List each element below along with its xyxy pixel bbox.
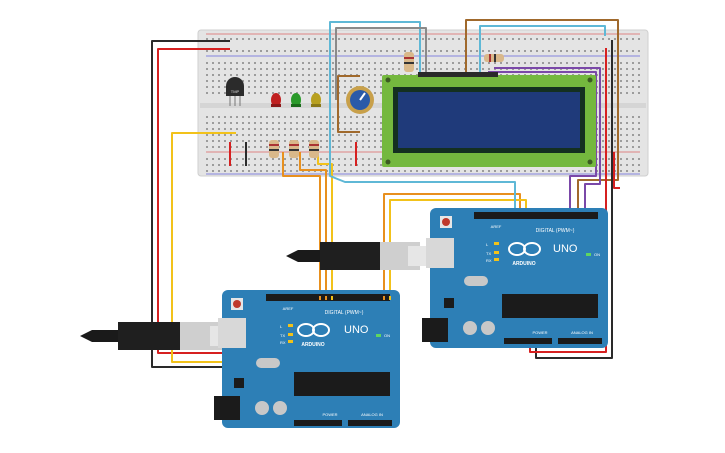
breadboard-top-rail-2: [206, 46, 640, 54]
tx-label-left: TX: [280, 333, 285, 338]
potentiometer[interactable]: [346, 86, 374, 114]
power-jack-right: [422, 318, 448, 342]
on-label-left: ON: [384, 333, 390, 338]
usb-jack-right: [426, 238, 454, 268]
arduino-uno-right[interactable]: DIGITAL (PWM~) AREF L TX RX ARDUINO UNO …: [422, 208, 608, 348]
crystal-left: [256, 358, 280, 368]
lcd-display[interactable]: [382, 72, 596, 167]
lcd-pin-header: [418, 72, 498, 77]
led-green[interactable]: [291, 93, 301, 107]
usb-jack-left: [218, 318, 246, 348]
breadboard-bottom-rail-2: [206, 164, 640, 172]
resistor-lcd-1[interactable]: [404, 52, 414, 72]
aref-label-right: AREF: [491, 224, 502, 229]
resistor-lcd-2[interactable]: [484, 54, 504, 62]
l-label-left: L: [280, 324, 283, 329]
wire-cyan-lcd-1: [329, 21, 516, 218]
wire-gray-lcd: [335, 27, 427, 100]
brand-right: ARDUINO: [512, 261, 535, 267]
wire-orange-led-2: [299, 152, 327, 300]
rx-label-left: RX: [280, 340, 286, 345]
power-label-left: POWER: [322, 412, 337, 417]
led-red[interactable]: [271, 93, 281, 107]
aref-label-left: AREF: [283, 306, 294, 311]
digital-header-right: [474, 212, 598, 219]
wire-purple-lcd-1: [488, 71, 597, 218]
resistor-3[interactable]: [309, 140, 319, 158]
arduino-logo-right: [508, 242, 541, 256]
wire-black-left-ground: [151, 40, 230, 368]
wire-red-right-link: [613, 152, 620, 189]
atmega-chip-right: [502, 294, 598, 318]
tx-label-right: TX: [486, 251, 491, 256]
lcd-screen: [398, 92, 580, 148]
analog-header-right: [558, 338, 602, 344]
brand-left: ARDUINO: [301, 342, 324, 348]
analog-label-left: ANALOG IN: [361, 412, 383, 417]
usb-cable-left: [80, 322, 228, 350]
power-jack-left: [214, 396, 240, 420]
arduino-uno-left[interactable]: DIGITAL (PWM~) AREF L TX RX ARDUINO UNO …: [214, 290, 400, 428]
analog-label-right: ANALOG IN: [571, 330, 593, 335]
digital-header-left: [266, 294, 390, 301]
tmp-sensor[interactable]: TMP: [226, 77, 244, 106]
wire-black-right-ground: [535, 40, 613, 359]
model-right: UNO: [553, 243, 578, 255]
usb-cable-right: [286, 242, 426, 270]
l-label-right: L: [486, 242, 489, 247]
wire-brown-pot: [337, 75, 360, 133]
wire-purple-lcd-2: [494, 67, 601, 218]
breadboard-top-rail-1: [206, 36, 640, 44]
atmega-chip-left: [294, 372, 390, 396]
resistor-2[interactable]: [289, 140, 299, 158]
wire-cyan-lcd-2: [479, 25, 606, 76]
analog-header-left: [348, 420, 392, 426]
wire-yellow-led-3: [317, 152, 333, 300]
digital-label-left: DIGITAL (PWM~): [325, 310, 364, 316]
arduino-logo-left: [297, 323, 330, 337]
on-label-right: ON: [594, 252, 600, 257]
resistor-1[interactable]: [269, 140, 279, 158]
rx-label-right: RX: [486, 258, 492, 263]
power-header-left: [294, 420, 342, 426]
tmp-label: TMP: [231, 89, 240, 94]
power-label-right: POWER: [532, 330, 547, 335]
crystal-right: [464, 276, 488, 286]
wire-brown-lcd-1: [465, 19, 619, 218]
model-left: UNO: [344, 324, 369, 336]
power-header-right: [504, 338, 552, 344]
wire-orange-led-1: [282, 152, 321, 300]
led-yellow[interactable]: [311, 93, 321, 107]
digital-label-right: DIGITAL (PWM~): [536, 228, 575, 234]
